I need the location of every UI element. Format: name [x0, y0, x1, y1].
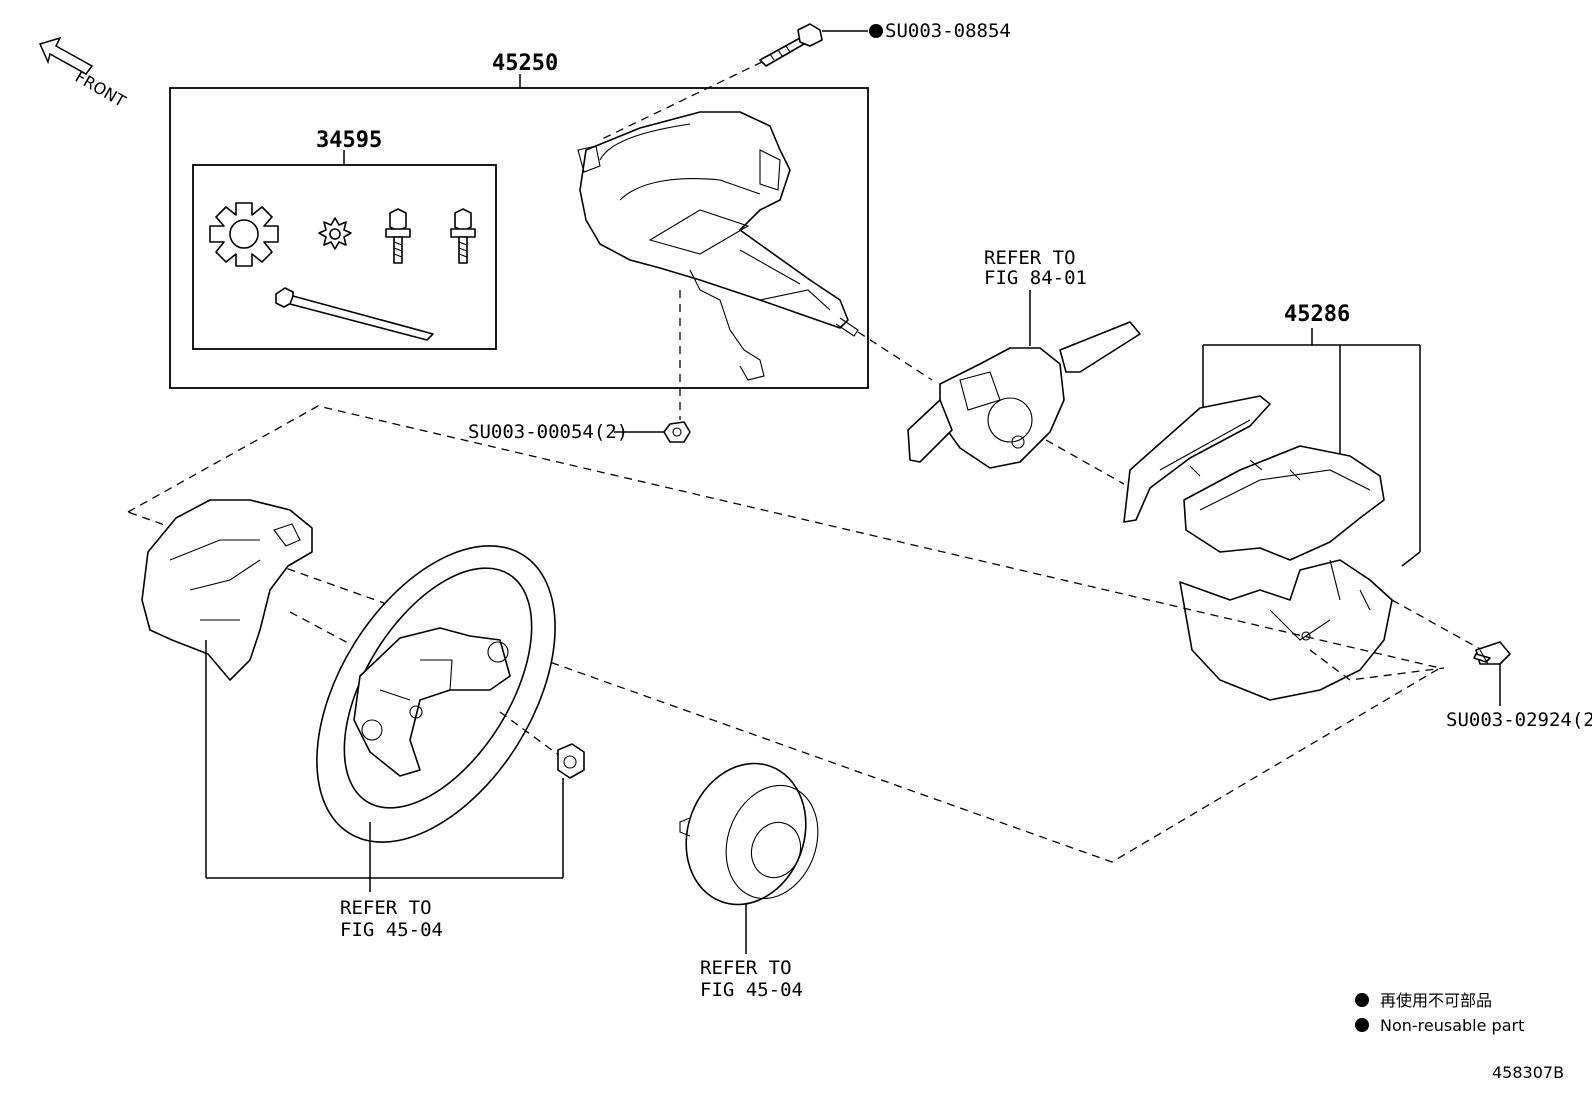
cable-tie-icon	[275, 287, 434, 341]
combination-switch-refer-line1[interactable]: REFER TO	[984, 247, 1076, 269]
small-star-washer-icon	[318, 217, 352, 250]
column-cover-part-number[interactable]: 45286	[1284, 302, 1350, 327]
column-bolt-label[interactable]: SU003-08854	[885, 20, 1011, 42]
repair-kit-part-number[interactable]: 34595	[316, 128, 382, 153]
cover-screw-label[interactable]: SU003-02924(2)	[1446, 709, 1592, 731]
upper-column-cover-icon	[1183, 445, 1385, 561]
kit-bolt-icon	[450, 208, 476, 264]
steering-wheel-icon	[316, 545, 556, 843]
front-arrow-icon	[38, 36, 94, 75]
combination-switch-icon	[907, 321, 1141, 469]
legend-japanese: 再使用不可部品	[1380, 991, 1492, 1010]
kit-bolt-icon	[385, 208, 411, 264]
wheel-nut-icon	[557, 743, 585, 779]
front-label: FRONT	[72, 67, 129, 111]
column-nut-icon	[663, 421, 691, 443]
cover-screw-icon	[1473, 641, 1511, 665]
airbag-refer-line1[interactable]: REFER TO	[700, 957, 792, 979]
airbag-module-icon	[679, 762, 819, 906]
combination-switch-refer-line2[interactable]: FIG 84-01	[984, 267, 1087, 289]
steering-wheel-refer-line1[interactable]: REFER TO	[340, 897, 432, 919]
steering-wheel-refer-line2[interactable]: FIG 45-04	[340, 919, 443, 941]
figure-code: 458307B	[1492, 1063, 1564, 1082]
legend-english: Non-reusable part	[1380, 1016, 1524, 1035]
non-reusable-marker-icon	[869, 24, 883, 38]
column-assembly-box	[169, 87, 869, 389]
steering-wheel-cover-icon	[141, 499, 313, 681]
airbag-refer-line2[interactable]: FIG 45-04	[700, 979, 803, 1001]
legend-non-reusable-icon	[1355, 1018, 1369, 1032]
large-star-washer-icon	[209, 202, 279, 267]
steering-column-icon	[577, 111, 859, 381]
column-assembly-part-number[interactable]: 45250	[492, 51, 558, 76]
cover-bracket-icon	[1123, 395, 1271, 523]
column-bolt-icon	[759, 23, 823, 67]
legend-non-reusable-icon	[1355, 993, 1369, 1007]
column-nut-label[interactable]: SU003-00054(2)	[468, 421, 628, 443]
